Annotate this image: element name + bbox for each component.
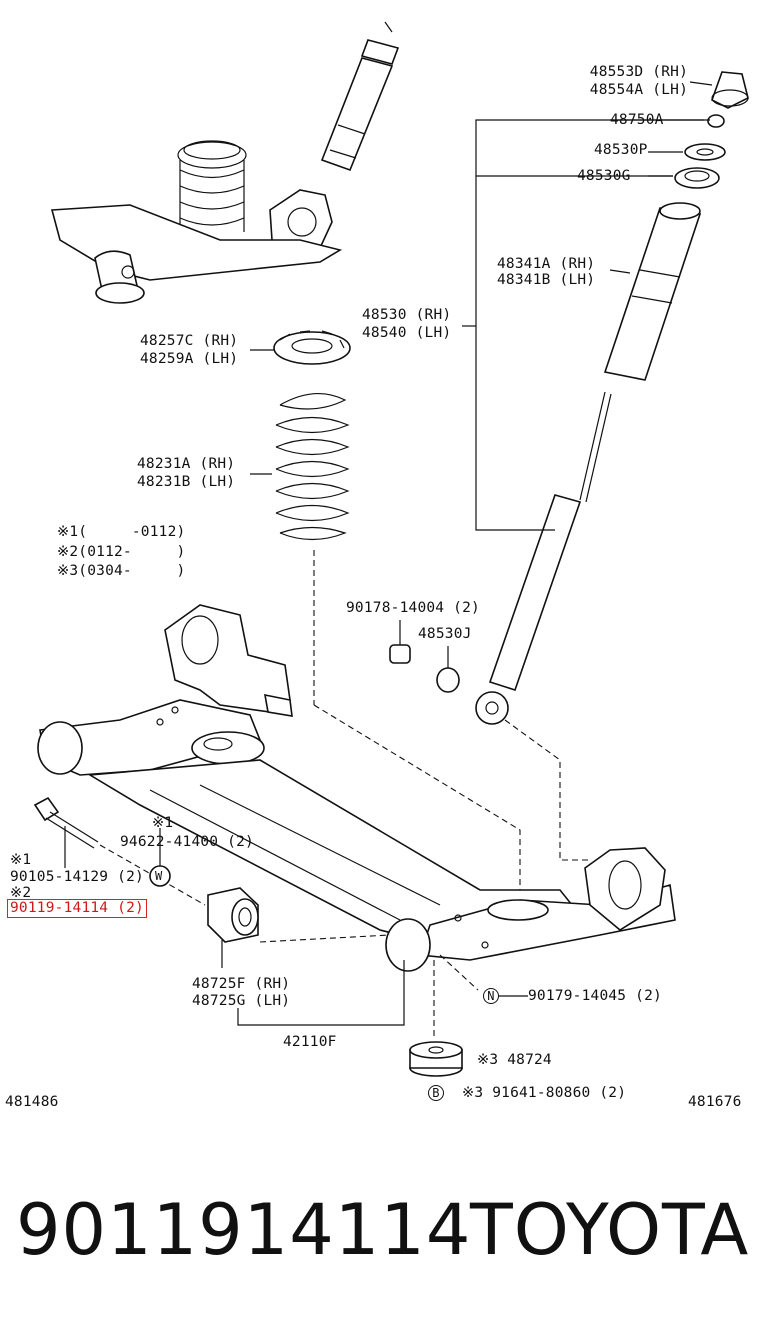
mark-1-a: ※1 <box>152 815 174 831</box>
label-90105: 90105-14129 (2) <box>10 869 144 885</box>
bound-bumper <box>409 1041 463 1077</box>
label-boot-rh: 48341A (RH) <box>497 256 596 272</box>
label-bushing-lh: 48725G (LH) <box>192 993 291 1009</box>
ref-right: 481676 <box>688 1094 742 1110</box>
axle-beam-42110f <box>37 604 676 972</box>
bump-stopper <box>711 71 749 109</box>
label-90178: 90178-14004 (2) <box>346 600 480 616</box>
mark-2: ※2 <box>10 885 32 901</box>
shock-absorber <box>475 391 612 725</box>
ref-left: 481486 <box>5 1094 59 1110</box>
bolt-90178 <box>389 620 411 664</box>
parts-diagram: 48553D (RH) 48554A (LH) 48750A 48530P 48… <box>5 21 749 1110</box>
label-insulator-lh: 48259A (LH) <box>140 351 239 367</box>
label-bushing-rh: 48725F (RH) <box>192 976 291 992</box>
label-94622: 94622-41400 (2) <box>120 834 254 850</box>
footer: 9011914114 TOYOTA <box>0 1185 760 1295</box>
brand-name: TOYOTA <box>470 1189 750 1271</box>
b-symbol: B <box>428 1085 444 1101</box>
note-3: ※3(0304- ) <box>57 563 186 579</box>
w-symbol: W <box>155 869 163 883</box>
exploded-view-drawing <box>33 21 749 1077</box>
label-bump-stop-rh: 48553D (RH) <box>589 64 688 80</box>
part-number: 9011914114 <box>16 1189 472 1271</box>
long-bolt <box>33 796 99 868</box>
trailing-arm-bushing <box>207 887 259 943</box>
dust-boot <box>603 202 702 381</box>
label-spring-rh: 48231A (RH) <box>137 456 236 472</box>
label-42110f: 42110F <box>283 1034 337 1050</box>
n-symbol: N <box>483 988 499 1004</box>
label-absorber-lh: 48540 (LH) <box>362 325 452 341</box>
spring-insulator <box>273 330 351 365</box>
label-insulator-rh: 48257C (RH) <box>140 333 239 349</box>
bushing-48530j <box>436 646 460 693</box>
label-absorber-rh: 48530 (RH) <box>362 307 452 323</box>
label-90119-highlighted: 90119-14114 (2) <box>7 899 147 918</box>
note-2: ※2(0112- ) <box>57 544 186 560</box>
label-90179: 90179-14045 (2) <box>528 988 662 1004</box>
label-48530j: 48530J <box>418 626 472 642</box>
label-48724: ※3 48724 <box>477 1052 552 1068</box>
assembly-inset <box>50 21 400 304</box>
label-boot-lh: 48341B (LH) <box>497 272 596 288</box>
label-bump-stop-lh: 48554A (LH) <box>589 82 688 98</box>
coil-spring <box>275 392 350 541</box>
label-48750a: 48750A <box>610 112 664 128</box>
label-48530g: 48530G <box>577 168 631 184</box>
seat-48530g <box>674 167 720 189</box>
nut-48750a <box>707 114 725 128</box>
label-48530p: 48530P <box>594 142 648 158</box>
label-91641: ※3 91641-80860 (2) <box>462 1085 627 1101</box>
mark-1-b: ※1 <box>10 852 32 868</box>
note-1: ※1( -0112) <box>57 524 186 540</box>
washer-48530p <box>684 143 726 161</box>
label-spring-lh: 48231B (LH) <box>137 474 236 490</box>
